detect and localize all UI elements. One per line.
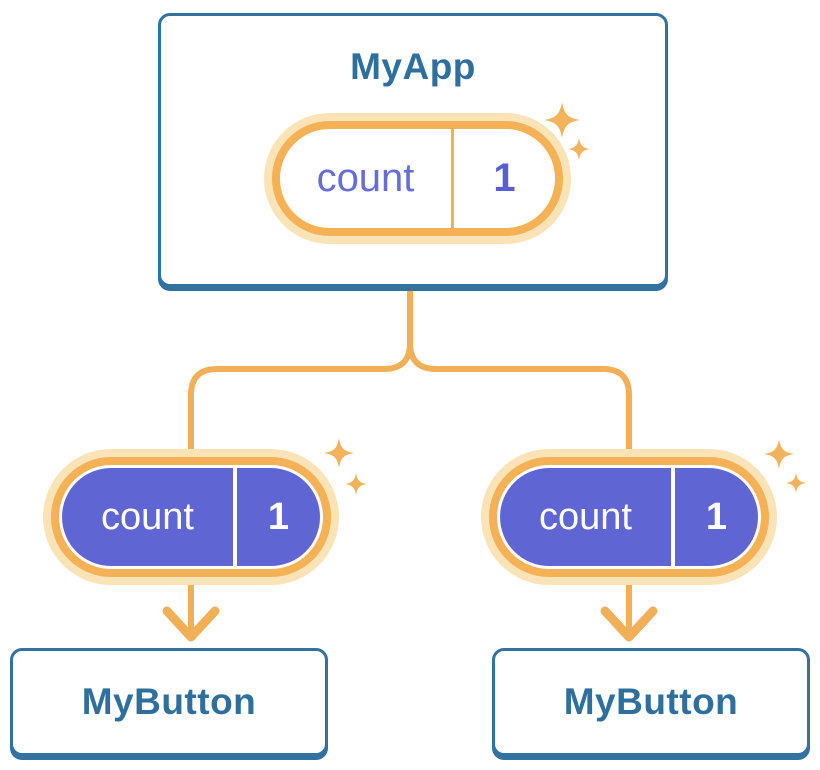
prop-value: 1 xyxy=(267,495,290,538)
arrow-down-icon xyxy=(600,606,658,642)
arrow-down-icon xyxy=(162,606,220,642)
prop-name: count xyxy=(101,495,194,538)
prop-value: 1 xyxy=(705,495,728,538)
sparkles-icon xyxy=(764,439,806,493)
state-value: 1 xyxy=(493,156,516,200)
state-name: count xyxy=(316,156,415,200)
pill-divider xyxy=(671,468,675,566)
node-mybutton-right-card: MyButton xyxy=(492,648,810,756)
node-title: MyApp xyxy=(350,46,476,87)
node-title: MyButton xyxy=(563,681,739,722)
prop-pill-left: count 1 xyxy=(62,468,320,566)
prop-name: count xyxy=(539,495,632,538)
prop-pill-right: count 1 xyxy=(500,468,758,566)
node-mybutton-left-card: MyButton xyxy=(10,648,328,756)
sparkles-icon xyxy=(324,438,367,495)
connector-right xyxy=(407,283,632,640)
node-title: MyButton xyxy=(81,681,257,722)
connector-left xyxy=(188,283,413,640)
pill-divider xyxy=(451,129,454,228)
state-pill: count 1 xyxy=(272,121,563,236)
